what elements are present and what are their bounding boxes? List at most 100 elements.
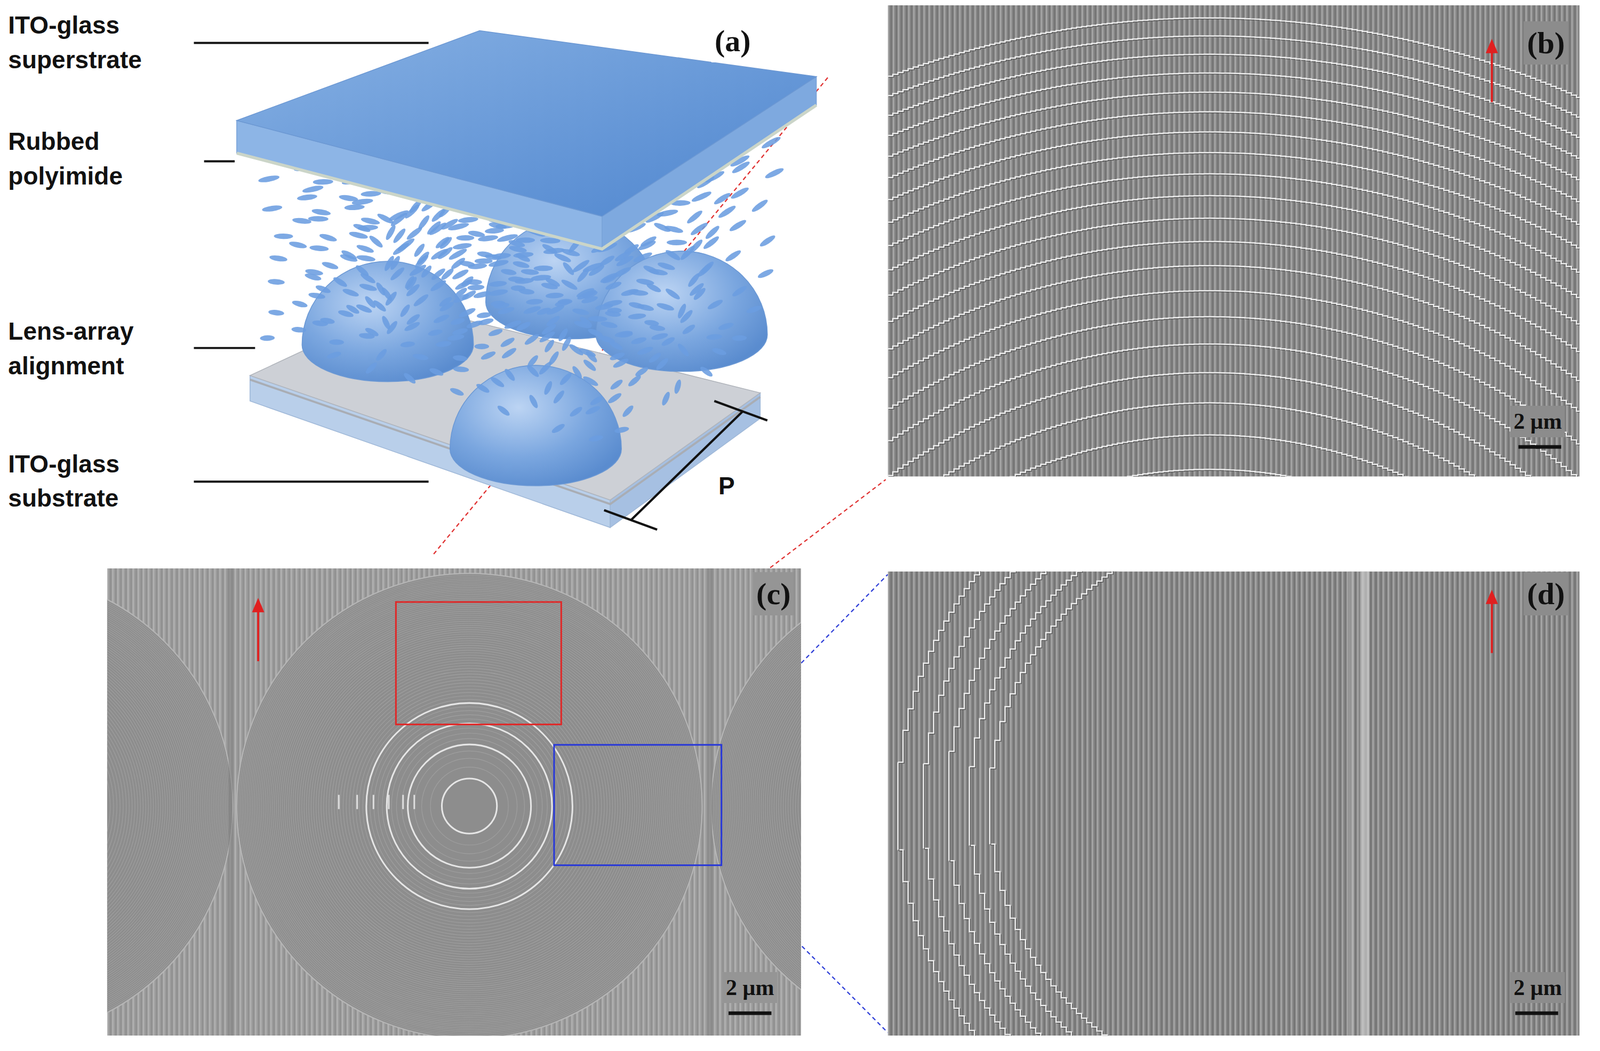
lc-molecule <box>355 243 375 254</box>
lc-molecule <box>756 267 775 280</box>
fine-ring <box>306 643 632 970</box>
lc-molecule <box>447 246 468 262</box>
lc-molecule <box>403 320 421 333</box>
lc-molecule <box>614 329 634 339</box>
lc-molecule <box>533 265 554 272</box>
lc-molecule <box>477 234 499 243</box>
fine-ring <box>370 706 570 906</box>
lc-molecule <box>729 185 750 201</box>
lc-molecule <box>604 280 623 292</box>
lc-molecule <box>568 405 584 419</box>
fine-ring <box>721 584 802 1029</box>
lc-molecule <box>750 197 770 214</box>
arrow-head <box>252 597 265 613</box>
fine-ring <box>284 621 655 991</box>
ring-edge <box>888 344 1580 477</box>
lc-molecule <box>402 371 418 386</box>
lc-molecule <box>571 258 591 275</box>
lc-molecule <box>467 262 488 270</box>
pitch-label: P <box>715 468 739 503</box>
lc-molecule <box>660 390 671 407</box>
ring-edge <box>888 54 1580 138</box>
lc-molecule <box>728 218 748 234</box>
lc-molecule <box>724 248 743 263</box>
lc-molecule <box>648 267 669 277</box>
fine-ring <box>107 593 214 1020</box>
lc-molecule <box>706 298 725 311</box>
fine-ring <box>299 636 640 976</box>
lc-molecule <box>731 284 749 299</box>
bright-ring <box>441 778 497 834</box>
fine-ring <box>107 598 208 1015</box>
lc-molecule <box>523 332 541 347</box>
lc-molecule <box>577 346 597 359</box>
lens-array <box>301 218 767 486</box>
bright-band <box>1348 571 1355 1037</box>
lc-molecule <box>497 305 515 316</box>
fine-ring <box>711 573 801 1036</box>
lc-molecule <box>496 404 511 418</box>
fine-ring <box>713 575 802 1036</box>
fine-ring <box>308 645 630 967</box>
lc-molecule <box>636 238 657 252</box>
lc-molecule <box>602 298 623 308</box>
fine-ring <box>240 577 699 1036</box>
fine-ring <box>107 580 226 1032</box>
lc-molecule <box>429 278 448 293</box>
lc-molecule <box>588 434 604 443</box>
lc-molecule <box>609 378 624 392</box>
lens-dome <box>595 251 767 372</box>
lc-molecule <box>673 378 683 395</box>
lc-molecule <box>588 394 605 407</box>
lc-molecule <box>356 254 376 263</box>
lc-molecule <box>475 382 491 395</box>
lc-molecule <box>339 252 358 264</box>
lc-molecule <box>650 332 669 342</box>
fine-ring <box>107 629 177 983</box>
lc-molecule <box>689 220 709 237</box>
ring-edge <box>888 218 1580 324</box>
fine-ring <box>430 767 509 846</box>
lc-molecule <box>712 191 732 207</box>
fine-ring <box>342 680 596 933</box>
lc-molecule <box>612 356 630 370</box>
fine-ring <box>391 728 548 885</box>
lc-molecule <box>447 221 470 232</box>
lc-molecule <box>604 310 622 318</box>
arrow-shaft <box>257 610 260 662</box>
lc-molecule <box>654 356 670 372</box>
fine-ring <box>272 609 667 1004</box>
lc-molecule <box>452 242 472 251</box>
fine-ring <box>797 660 801 952</box>
lc-molecule <box>635 277 655 287</box>
lc-molecule <box>731 334 747 341</box>
lc-molecule <box>465 318 484 330</box>
lc-molecule <box>678 244 697 262</box>
lc-molecule <box>446 333 465 342</box>
lc-molecule <box>587 315 607 322</box>
lc-molecule <box>267 278 285 286</box>
fine-ring <box>243 580 695 1032</box>
lc-molecule <box>480 349 497 362</box>
lc-molecule <box>550 422 566 435</box>
stepped-rings <box>898 571 1277 1037</box>
lc-molecule <box>698 365 714 379</box>
lc-molecule <box>438 300 455 314</box>
lc-molecule <box>491 252 512 260</box>
ring-edge <box>888 290 1580 412</box>
lc-molecule <box>432 313 451 325</box>
ring-edge <box>948 571 1276 752</box>
lc-molecule <box>745 304 763 315</box>
bright-band <box>1360 571 1370 1037</box>
boundary-band <box>228 568 234 1036</box>
lc-molecule <box>678 308 694 325</box>
fine-ring <box>725 587 802 1026</box>
fine-ring <box>297 634 642 979</box>
ring-edge <box>968 766 970 846</box>
lc-molecule <box>706 333 723 341</box>
ring-tick <box>402 795 404 810</box>
bright-ring <box>366 702 573 910</box>
fine-ring <box>362 699 576 914</box>
fine-ring <box>739 602 802 1011</box>
ring-edge <box>888 316 1580 444</box>
